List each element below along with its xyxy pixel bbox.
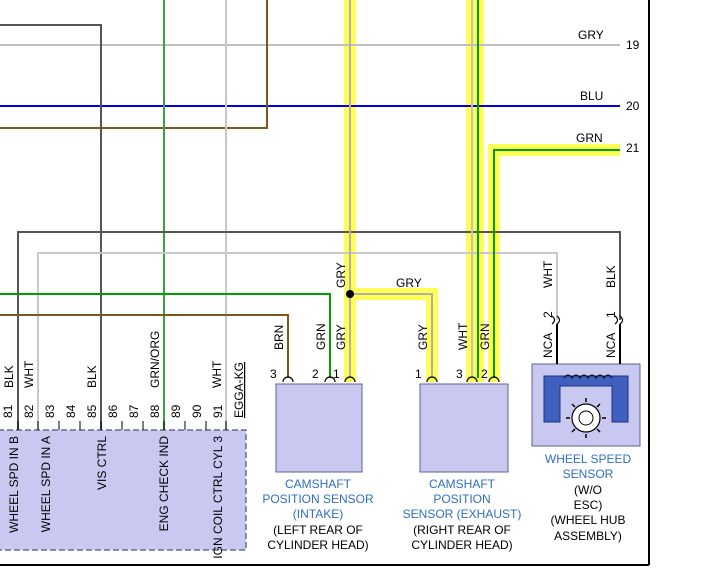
svg-text:86: 86 — [106, 404, 120, 418]
wire-label-brn: BRN — [272, 325, 286, 350]
pin-19: 19 — [626, 38, 640, 52]
svg-text:IGN COIL CTRL CYL 3: IGN COIL CTRL CYL 3 — [211, 436, 225, 559]
wire-brn-intake — [0, 314, 289, 378]
svg-text:85: 85 — [85, 404, 99, 418]
wire-label-gry: GRY — [334, 324, 348, 350]
svg-text:SENSOR (EXHAUST): SENSOR (EXHAUST) — [403, 507, 522, 521]
wire-label-wss-blk: BLK — [604, 265, 618, 288]
splice-dot — [346, 290, 354, 298]
wire-grn-intake — [0, 293, 331, 378]
svg-text:91: 91 — [211, 404, 225, 418]
intake-pin-2: 2 — [312, 367, 319, 381]
wire-label-nca-2: NCA — [541, 333, 555, 358]
svg-text:WHT: WHT — [22, 360, 36, 388]
pin-20: 20 — [626, 99, 640, 113]
pcm-functions: WHEEL SPD IN B WHEEL SPD IN A VIS CTRL E… — [7, 436, 225, 559]
svg-text:83: 83 — [43, 404, 57, 418]
pcm-wire-colors: BLK WHT BLK GRN/ORG WHT — [2, 331, 224, 388]
svg-text:82: 82 — [22, 404, 36, 418]
wire-label-blu-20: BLU — [580, 89, 603, 103]
svg-text:WHEEL SPD IN B: WHEEL SPD IN B — [7, 436, 21, 533]
svg-text:90: 90 — [190, 404, 204, 418]
exhaust-sensor-box — [419, 383, 509, 473]
wire-gry-exhaust — [350, 293, 433, 378]
svg-text:WHEEL SPD IN A: WHEEL SPD IN A — [39, 436, 53, 532]
right-edge-labels: GRY 19 BLU 20 GRN 21 — [576, 28, 640, 155]
svg-text:84: 84 — [64, 404, 78, 418]
wire-label-nca-1: NCA — [604, 333, 618, 358]
pcm-connector-box — [0, 429, 247, 551]
frame — [0, 0, 650, 566]
svg-text:CAMSHAFT: CAMSHAFT — [429, 477, 496, 491]
svg-text:(WHEEL HUB: (WHEEL HUB — [551, 513, 626, 527]
sensor-wire-labels: GRY BRN GRN GRY GRY WHT GRN WHT BLK NCA … — [272, 260, 618, 358]
svg-text:ESC): ESC) — [574, 498, 603, 512]
intake-sensor-caption: CAMSHAFT POSITION SENSOR (INTAKE) (LEFT … — [262, 477, 374, 552]
exhaust-pin-2: 2 — [481, 367, 488, 381]
wss-pin-2: 2 — [541, 311, 555, 318]
intake-sensor-box — [275, 383, 363, 473]
svg-text:BLK: BLK — [85, 365, 99, 388]
exhaust-pin-3: 3 — [456, 367, 463, 381]
svg-text:WHEEL SPEED: WHEEL SPEED — [545, 452, 632, 466]
sensor-pin-numbers: 3 2 1 1 3 2 2 1 — [270, 311, 618, 381]
terminals — [282, 315, 624, 383]
egga-code: EGGA-KG — [232, 362, 246, 418]
wire-label-ex-grn: GRN — [478, 323, 492, 350]
exhaust-sensor-caption: CAMSHAFT POSITION SENSOR (EXHAUST) (RIGH… — [403, 477, 522, 552]
wire-label-grn: GRN — [314, 323, 328, 350]
wire-label-gry-19: GRY — [578, 28, 604, 42]
intake-pin-1: 1 — [333, 367, 340, 381]
svg-text:87: 87 — [127, 404, 141, 418]
svg-text:(LEFT REAR OF: (LEFT REAR OF — [273, 523, 363, 537]
exhaust-pin-1: 1 — [415, 367, 422, 381]
svg-text:CYLINDER HEAD): CYLINDER HEAD) — [267, 538, 368, 552]
svg-text:81: 81 — [1, 404, 15, 418]
svg-text:CYLINDER HEAD): CYLINDER HEAD) — [411, 538, 512, 552]
wire-grn-21 — [493, 149, 620, 378]
svg-text:ASSEMBLY): ASSEMBLY) — [554, 529, 622, 543]
svg-text:(RIGHT REAR OF: (RIGHT REAR OF — [413, 523, 511, 537]
pcm-pin-ticks — [17, 421, 227, 430]
wire-blk-81 — [17, 231, 621, 430]
wire-label-gry-splice: GRY — [396, 276, 422, 290]
svg-text:(INTAKE): (INTAKE) — [293, 507, 343, 521]
svg-text:89: 89 — [169, 404, 183, 418]
svg-text:VIS CTRL: VIS CTRL — [95, 436, 109, 490]
wire-label-ex-gry: GRY — [416, 324, 430, 350]
svg-text:SENSOR: SENSOR — [563, 467, 614, 481]
wire-label-gry-upper: GRY — [334, 262, 348, 288]
wire-label-grn-21: GRN — [576, 131, 603, 145]
svg-text:GRN/ORG: GRN/ORG — [148, 331, 162, 388]
intake-pin-3: 3 — [270, 367, 277, 381]
svg-text:88: 88 — [148, 404, 162, 418]
wire-label-wss-wht: WHT — [541, 260, 555, 288]
wire-label-ex-wht: WHT — [456, 322, 470, 350]
wss-caption: WHEEL SPEED SENSOR (W/O ESC) (WHEEL HUB … — [545, 452, 632, 543]
svg-text:WHT: WHT — [210, 360, 224, 388]
svg-text:POSITION: POSITION — [433, 492, 490, 506]
wire-brn-top — [0, 0, 268, 129]
svg-text:(W/O: (W/O — [574, 483, 602, 497]
tone-wheel-icon — [566, 398, 606, 438]
wss-core — [543, 375, 629, 423]
svg-text:ENG CHECK IND: ENG CHECK IND — [157, 436, 171, 532]
svg-text:CAMSHAFT: CAMSHAFT — [285, 477, 352, 491]
svg-text:POSITION SENSOR: POSITION SENSOR — [262, 492, 374, 506]
wire-wht-82 — [37, 252, 558, 430]
wheel-speed-sensor — [531, 324, 641, 447]
coil-icon — [563, 374, 613, 379]
pin-21: 21 — [626, 141, 640, 155]
wss-pin-1: 1 — [604, 311, 618, 318]
svg-text:BLK: BLK — [2, 365, 16, 388]
wires — [0, 0, 621, 430]
pcm-pin-numbers: 81 82 83 84 85 86 87 88 89 90 91 EGGA-KG — [1, 362, 246, 418]
